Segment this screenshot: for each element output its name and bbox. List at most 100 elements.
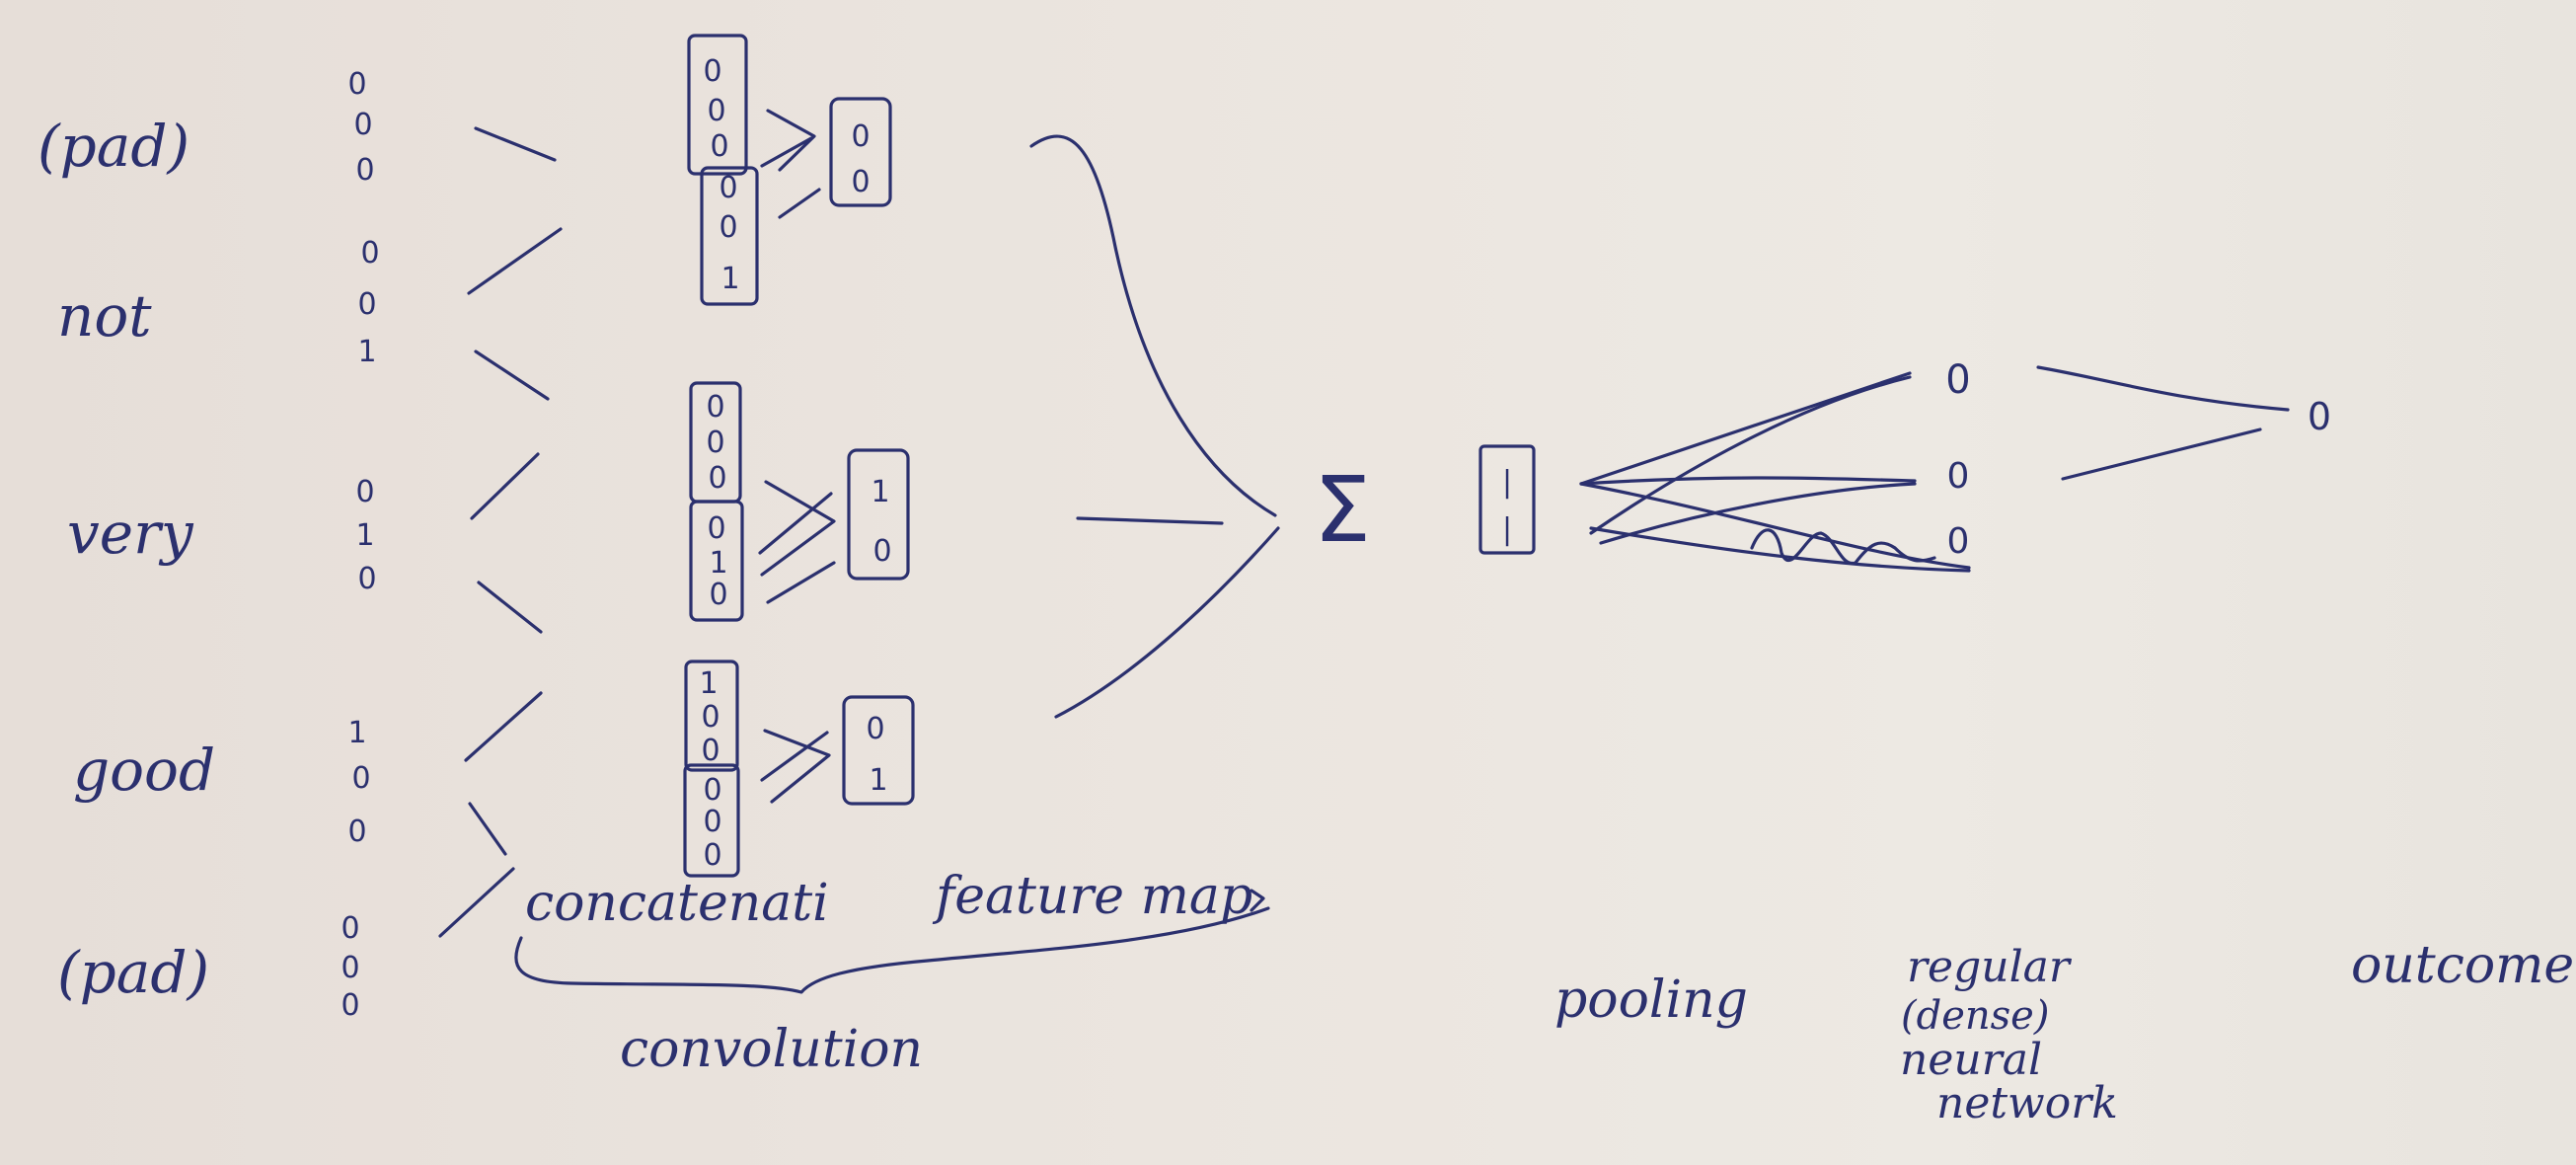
- label-regular-line: regular: [1907, 942, 2073, 992]
- filter-output-box: [847, 448, 910, 581]
- concat-digit: 0: [707, 511, 725, 546]
- token-good: good: [73, 737, 215, 804]
- cross-stroke: [760, 480, 836, 577]
- label-regular-line: neural: [1900, 1035, 2042, 1085]
- connector-stroke: [477, 581, 543, 634]
- token-pad-top: (pad): [38, 113, 189, 180]
- feature-map-arrow: [1250, 889, 1265, 912]
- embedding-digit: 0: [355, 475, 374, 509]
- concat-digit: 0: [709, 578, 727, 612]
- embedding-digit: 1: [355, 518, 374, 553]
- dense-edge: [1589, 375, 1912, 535]
- concat-box-top: [684, 660, 739, 772]
- embedding-very: 0 1 0: [355, 475, 376, 596]
- embedding-digit: 1: [357, 335, 376, 369]
- embedding-digit: 0: [355, 153, 374, 188]
- concat-window-2: 0 0 0 0 1 0: [689, 381, 744, 622]
- cross-stroke: [760, 731, 829, 782]
- dense-connections: [1579, 371, 1971, 573]
- dense-edge: [1579, 371, 1912, 486]
- concat-box-bottom: [683, 763, 740, 878]
- concat-digit: 0: [710, 129, 728, 164]
- embedding-digit: 0: [351, 761, 370, 796]
- connector-stroke: [464, 691, 543, 762]
- cross-stroke: [763, 729, 831, 804]
- concat-digit: 0: [703, 773, 721, 808]
- pooled-box: [1478, 444, 1536, 555]
- embedding-digit: 0: [353, 108, 372, 142]
- dense-edge: [1579, 476, 1917, 486]
- dense-edge: [1599, 482, 1917, 545]
- label-regular-line: network: [1936, 1078, 2118, 1128]
- concat-digit: 1: [699, 666, 718, 701]
- embedding-digit: 0: [341, 988, 359, 1023]
- embedding-not: 0 0 1: [357, 236, 379, 369]
- hidden-node: 0: [1947, 521, 1970, 562]
- hidden-node: 0: [1947, 456, 1970, 497]
- label-concatenation: concatenati: [525, 874, 829, 933]
- concat-digit: 0: [703, 805, 721, 839]
- output-node: 0: [2308, 395, 2331, 438]
- embedding-good: 1 0 0: [347, 716, 370, 849]
- embedding-digit: 0: [347, 815, 366, 849]
- connector-stroke: [468, 802, 507, 856]
- embedding-digit: 1: [347, 716, 366, 750]
- label-feature-map: feature map: [932, 867, 1252, 926]
- filter-output-digit: 1: [869, 763, 887, 798]
- concat-box-bottom: [689, 500, 744, 622]
- concat-digit: 0: [701, 734, 720, 768]
- embedding-digit: 0: [347, 67, 366, 102]
- label-outcome: outcome: [2351, 936, 2574, 995]
- sum-merge-strokes: [1029, 134, 1280, 719]
- sum-symbol: Σ: [1314, 457, 1371, 563]
- merge-stroke: [1054, 526, 1280, 719]
- token-pad-bottom: (pad): [57, 939, 209, 1006]
- concat-digit: 0: [701, 700, 720, 735]
- filter-output-box: [842, 695, 915, 806]
- connector-stroke: [470, 452, 540, 520]
- embedding-pad-bottom: 0 0 0: [341, 911, 359, 1023]
- embedding-pad-top: 0 0 0: [347, 67, 374, 188]
- connector-stroke: [474, 350, 550, 401]
- token-not: not: [57, 282, 152, 350]
- label-pooling: pooling: [1554, 971, 1748, 1030]
- embedding-digit: 0: [357, 287, 376, 322]
- filter-output-digit: 1: [871, 475, 889, 509]
- concat-digit: 0: [706, 426, 724, 460]
- filter-output-digit: 0: [851, 165, 870, 199]
- pooled-vector: | |: [1478, 444, 1536, 555]
- label-convolution: convolution: [620, 1020, 923, 1079]
- concat-digit: 0: [719, 210, 737, 245]
- dense-scribble: [1750, 528, 1936, 565]
- hidden-node: 0: [1945, 357, 1970, 403]
- concat-digit: 1: [709, 546, 727, 581]
- pooled-value: |: [1502, 465, 1512, 500]
- concat-window-3: 1 0 0 0 0 0: [683, 660, 740, 878]
- filter-crosses: [758, 109, 836, 804]
- cross-stroke: [758, 492, 836, 604]
- concat-window-1: 0 0 0 0 0 1: [687, 34, 759, 306]
- output-edge: [2036, 365, 2290, 412]
- connector-stroke: [467, 227, 563, 295]
- filter-output-box: [829, 97, 892, 207]
- concat-digit: 0: [706, 390, 724, 425]
- concat-digit: 0: [703, 54, 721, 89]
- label-regular-line: (dense): [1901, 993, 2049, 1039]
- cross-stroke: [760, 136, 821, 219]
- filter-output-3: 0 1: [842, 695, 915, 806]
- filter-output-digit: 0: [866, 712, 884, 746]
- window-connectors: [438, 126, 563, 938]
- connector-stroke: [474, 126, 557, 162]
- merge-stroke: [1076, 516, 1224, 525]
- embedding-digit: 0: [341, 911, 359, 946]
- embedding-digit: 0: [360, 236, 379, 271]
- concat-digit: 0: [708, 461, 726, 496]
- embedding-digit: 0: [341, 951, 359, 985]
- label-regular-dense-neural-network: regular (dense) neural network: [1900, 942, 2118, 1128]
- filter-output-1: 0 0: [829, 97, 892, 207]
- pooled-value: |: [1502, 512, 1512, 547]
- convolution-brace: [514, 906, 1270, 994]
- connector-stroke: [438, 867, 515, 938]
- concat-box-top: [687, 34, 748, 176]
